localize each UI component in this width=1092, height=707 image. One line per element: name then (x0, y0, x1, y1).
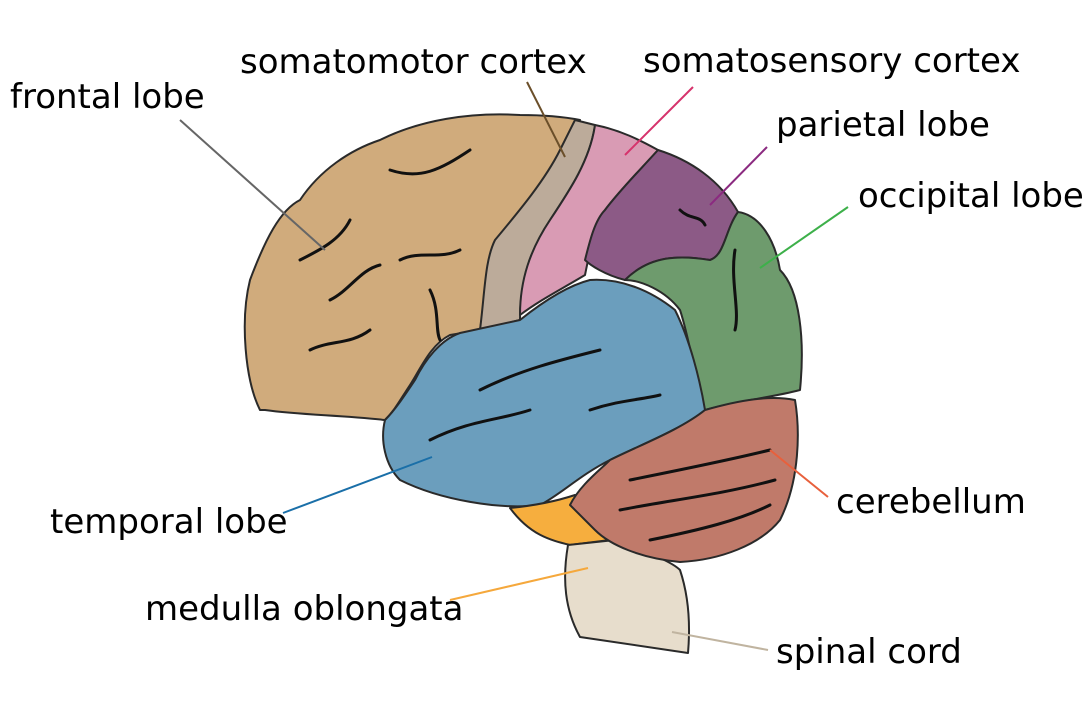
medulla-oblongata-leader (449, 567, 589, 601)
cerebellum-leader (769, 449, 829, 498)
labels: frontal lobe somatomotor cortex somatose… (10, 41, 1084, 672)
somatosensory-cortex-leader (624, 86, 694, 156)
parietal-lobe-label: parietal lobe (776, 105, 990, 145)
temporal-lobe-region (382, 278, 706, 508)
somatomotor-cortex-leader (526, 81, 566, 158)
temporal-lobe-leader (282, 456, 433, 514)
somatosensory-cortex-label: somatosensory cortex (643, 41, 1020, 81)
medulla-oblongata-label: medulla oblongata (145, 589, 463, 629)
cerebellum-region (569, 397, 799, 563)
cerebellum-label: cerebellum (836, 482, 1026, 522)
temporal-lobe-label: temporal lobe (50, 502, 288, 542)
sulci (298, 148, 777, 542)
occipital-lobe-label: occipital lobe (858, 176, 1084, 216)
spinal-cord-leader (671, 631, 769, 651)
frontal-lobe-leader (179, 119, 326, 251)
occipital-lobe-leader (759, 206, 849, 269)
brain-illustration (243, 113, 803, 654)
parietal-lobe-leader (709, 146, 768, 206)
somatomotor-cortex-label: somatomotor cortex (240, 42, 587, 82)
spinal-cord-label: spinal cord (776, 632, 962, 672)
frontal-lobe-label: frontal lobe (10, 77, 205, 117)
leader-lines (179, 81, 849, 651)
